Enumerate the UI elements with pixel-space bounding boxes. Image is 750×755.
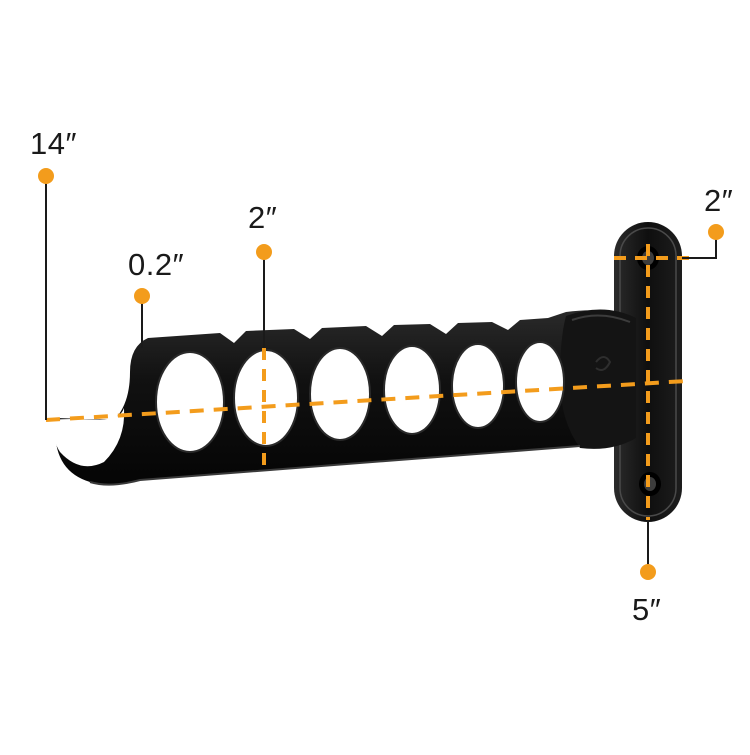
- hole-3: [309, 347, 371, 441]
- hole-4: [383, 345, 441, 435]
- hole-5: [451, 343, 505, 429]
- dimension-overlay: [38, 168, 724, 580]
- dot-02-icon: [134, 288, 150, 304]
- dot-14-icon: [38, 168, 54, 184]
- screw-top-icon: [637, 246, 659, 270]
- length-label: 14″: [30, 126, 77, 161]
- hole-diameter-label: 2″: [248, 200, 278, 235]
- plate-height-label: 5″: [632, 592, 662, 627]
- dot-5-icon: [640, 564, 656, 580]
- hole-6: [515, 341, 565, 423]
- hanger-arm: [52, 309, 636, 486]
- dot-2b-icon: [708, 224, 724, 240]
- thickness-label: 0.2″: [128, 247, 185, 282]
- dot-2a-icon: [256, 244, 272, 260]
- hole-1: [155, 351, 225, 453]
- plate-width-label: 2″: [704, 183, 734, 218]
